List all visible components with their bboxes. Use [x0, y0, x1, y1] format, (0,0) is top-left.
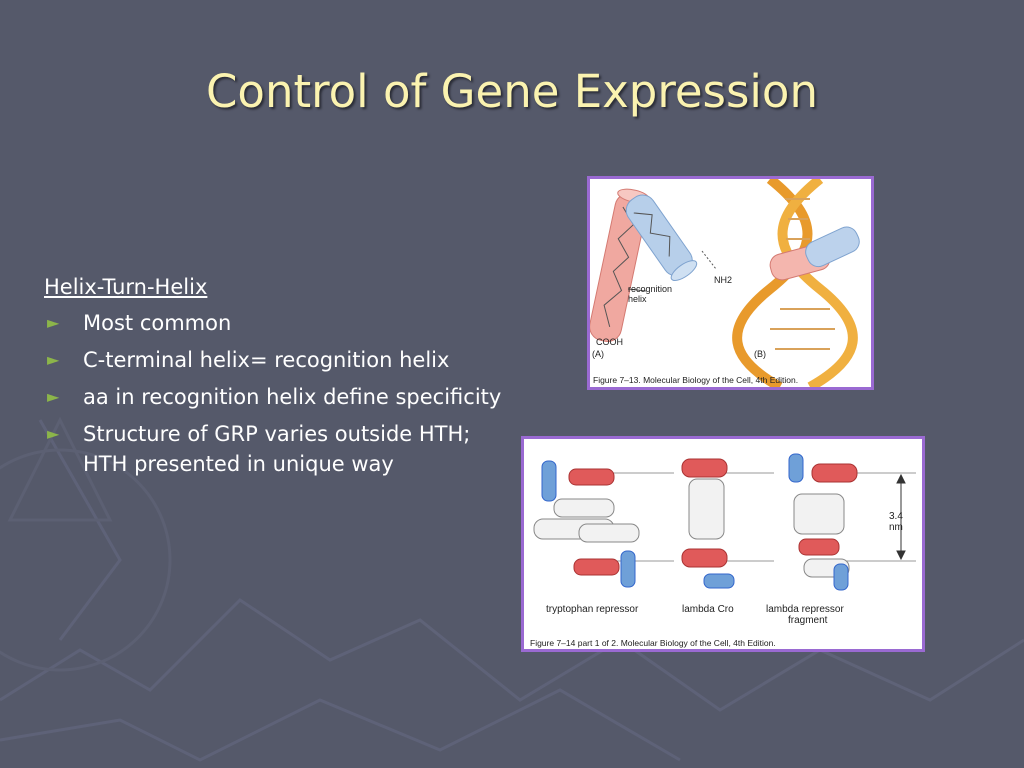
bullet-arrow-icon: ► [47, 424, 60, 443]
figure-repressor-structures: tryptophan repressor lambda Cro lambda r… [521, 436, 925, 652]
bullet-item: ► aa in recognition helix define specific… [44, 382, 504, 412]
bullet-arrow-icon: ► [47, 313, 60, 332]
bullet-arrow-icon: ► [47, 350, 60, 369]
dimension-unit: nm [889, 522, 903, 533]
tryptophan-repressor-structure [533, 460, 640, 588]
repressor-structures-illustration [533, 453, 916, 591]
bullet-list: ► Most common ► C-terminal helix= recognit… [44, 308, 504, 479]
label-cooh: COOH [596, 337, 623, 347]
label-nh2: NH2 [714, 275, 733, 285]
bullet-text: Structure of GRP varies outside HTH; HTH… [83, 422, 471, 476]
lambda-repressor-structure [788, 453, 858, 591]
figure2-caption: Figure 7–14 part 1 of 2. Molecular Biolo… [530, 638, 776, 648]
dimension-value: 3.4 [889, 511, 903, 522]
bullet-text: Most common [83, 311, 232, 335]
bullet-arrow-icon: ► [47, 387, 60, 406]
panel-a-label: (A) [592, 349, 604, 359]
bullet-item: ► C-terminal helix= recognition helix [44, 345, 504, 375]
label-tryptophan-repressor: tryptophan repressor [546, 604, 639, 615]
slide-content: Helix-Turn-Helix ► Most common ► C-termina… [44, 272, 504, 486]
label-fragment: fragment [788, 615, 828, 626]
label-helix: helix [628, 294, 647, 304]
figure-helix-turn-helix-dna: recognition helix NH2 COOH (A) (B) Figur… [587, 176, 874, 390]
slide-title: Control of Gene Expression [206, 65, 818, 118]
label-lambda-cro: lambda Cro [682, 604, 734, 615]
section-heading: Helix-Turn-Helix [44, 275, 208, 299]
bullet-item: ► Most common [44, 308, 504, 338]
label-recognition: recognition [628, 284, 673, 294]
bullet-text: C-terminal helix= recognition helix [83, 348, 450, 372]
dimension-arrow [896, 473, 906, 561]
lambda-cro-structure [681, 458, 735, 589]
dna-double-helix [732, 179, 860, 387]
bullet-item: ► Structure of GRP varies outside HTH; HT… [44, 419, 504, 479]
figure1-caption: Figure 7–13. Molecular Biology of the Ce… [593, 375, 799, 385]
label-lambda-repressor: lambda repressor [766, 604, 844, 615]
bullet-text: aa in recognition helix define specifici… [83, 385, 502, 409]
blue-helix-cylinder [625, 194, 698, 282]
helix-diagram-illustration [590, 179, 860, 387]
panel-b-label: (B) [754, 349, 766, 359]
